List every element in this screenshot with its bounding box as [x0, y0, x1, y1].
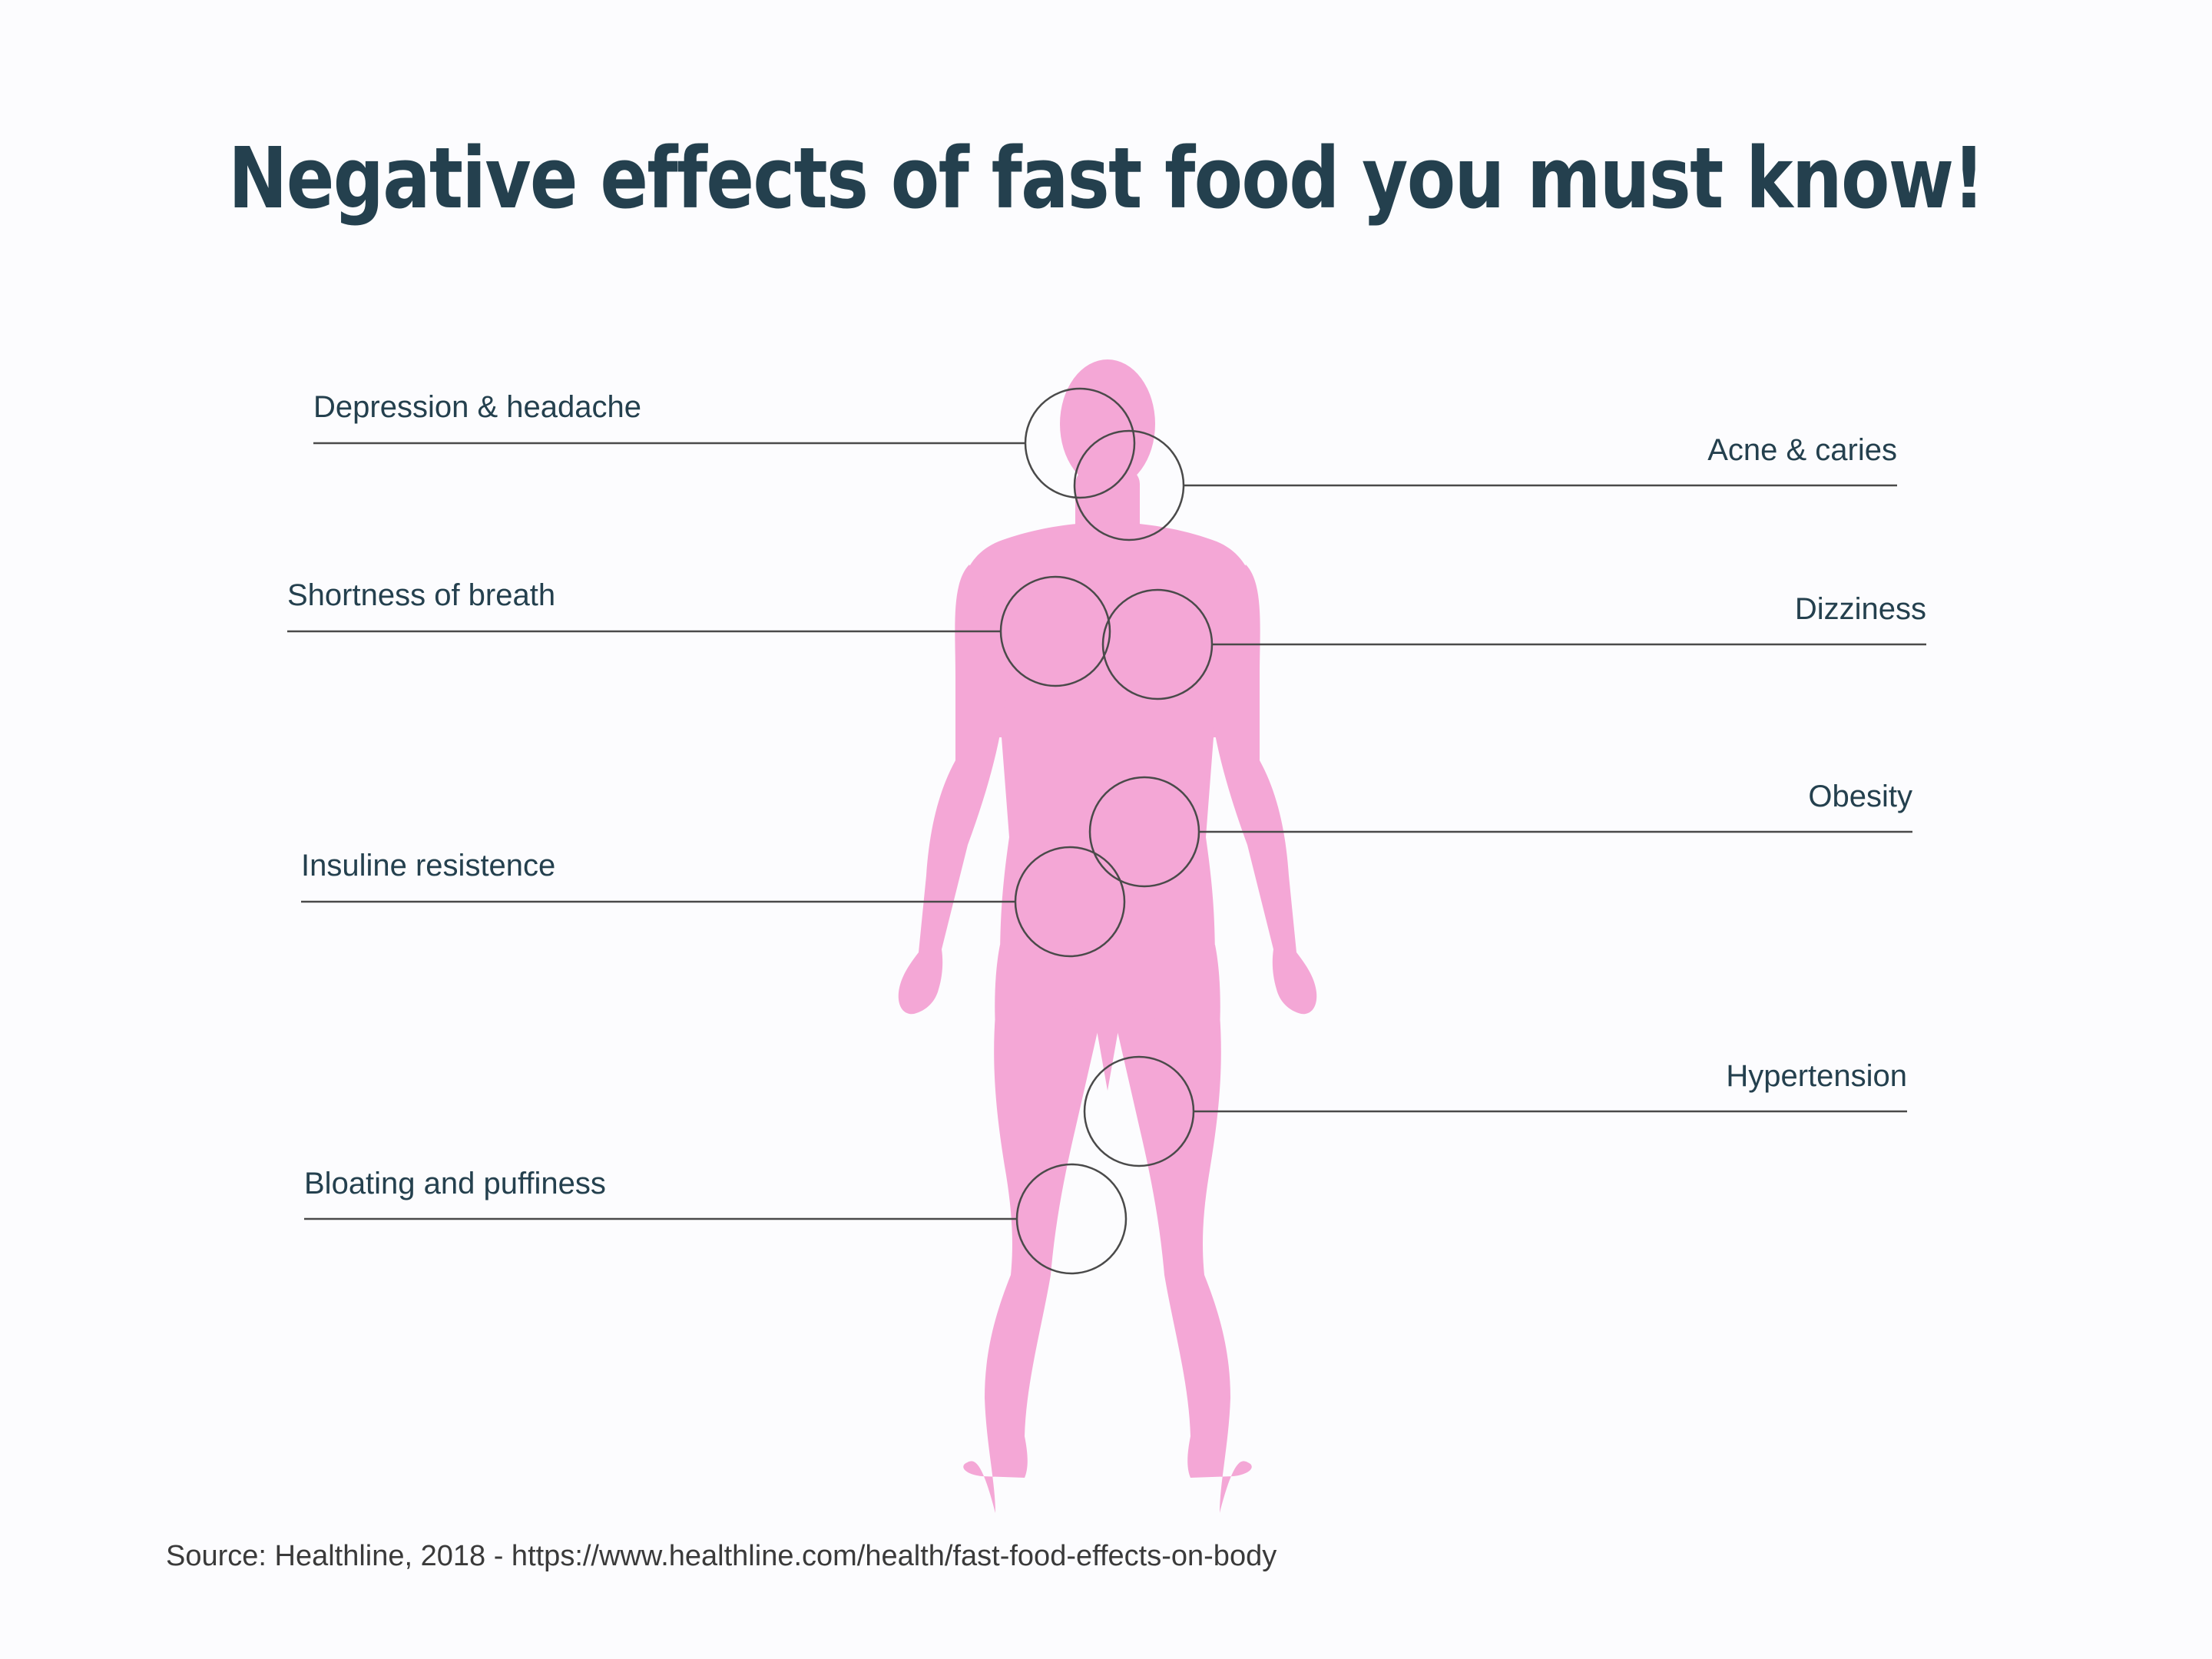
effect-label-obesity: Obesity	[1808, 780, 1912, 813]
human-body-silhouette	[898, 359, 1317, 1513]
effect-label-acne: Acne & caries	[1707, 433, 1897, 467]
page-title: Negative effects of fast food you must k…	[228, 129, 1985, 227]
effect-label-bloating: Bloating and puffiness	[304, 1167, 606, 1200]
source-citation: Source: Healthline, 2018 - https://www.h…	[166, 1540, 1277, 1572]
effect-label-dizziness: Dizziness	[1794, 592, 1926, 626]
effect-label-breath: Shortness of breath	[287, 578, 556, 612]
effect-label-insulin: Insuline resistence	[301, 849, 556, 882]
effect-label-depression: Depression & headache	[313, 390, 641, 424]
effect-label-hypertension: Hypertension	[1726, 1059, 1907, 1093]
effect-markers	[287, 387, 1926, 1275]
